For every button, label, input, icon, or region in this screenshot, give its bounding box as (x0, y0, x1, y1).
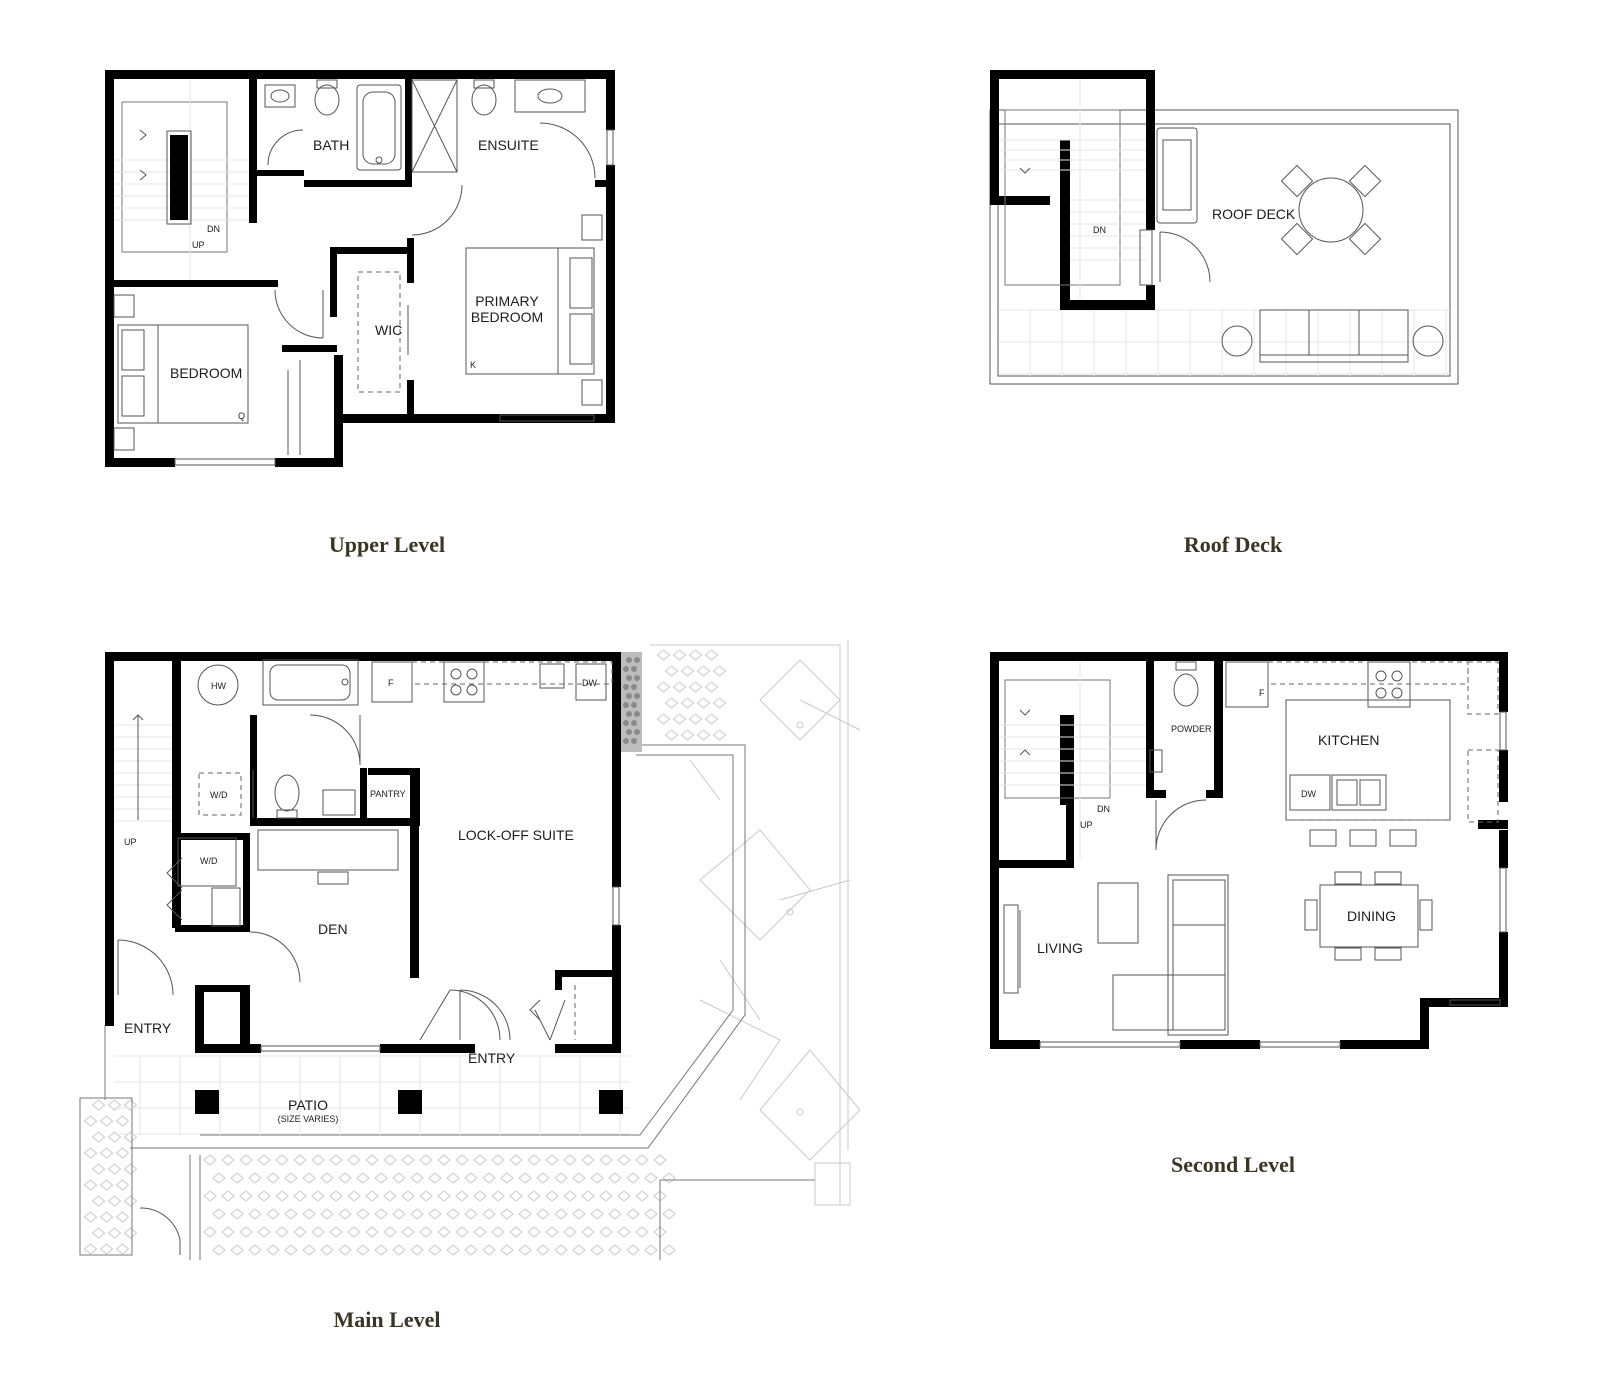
second-dishwasher-label: DW (1301, 789, 1316, 799)
ensuite-label: ENSUITE (478, 137, 539, 153)
hw-label: HW (211, 681, 226, 691)
entry-label-1: ENTRY (124, 1020, 172, 1036)
primary-bedroom-label-line1: PRIMARY (475, 293, 539, 309)
roof-deck-title: Roof Deck (1184, 532, 1283, 557)
washer-dryer-label-1: W/D (210, 790, 228, 800)
bedroom-label: BEDROOM (170, 365, 242, 381)
patio-size-note: (SIZE VARIES) (278, 1114, 339, 1124)
upper-level-title: Upper Level (329, 532, 445, 557)
second-stair-up-label: UP (1080, 820, 1093, 830)
queen-bed-mark: Q (238, 411, 245, 421)
pantry-label: PANTRY (370, 789, 406, 799)
patio-label: PATIO (288, 1097, 328, 1113)
second-fridge-label: F (1259, 688, 1265, 698)
second-level-plan: POWDER F KITCHEN DW DN UP LIVING DINING (990, 652, 1508, 1049)
second-level-title: Second Level (1171, 1152, 1295, 1177)
washer-dryer-label-2: W/D (200, 856, 218, 866)
powder-label: POWDER (1171, 724, 1212, 734)
den-label: DEN (318, 921, 348, 937)
second-stair-down-label: DN (1097, 804, 1110, 814)
roof-deck-label: ROOF DECK (1212, 206, 1296, 222)
living-label: LIVING (1037, 940, 1083, 956)
main-stair-up-label: UP (124, 837, 137, 847)
wic-label: WIC (375, 322, 402, 338)
lock-off-suite-label: LOCK-OFF SUITE (458, 827, 574, 843)
dishwasher-label: DW (582, 678, 597, 688)
roof-stair-down-label: DN (1093, 225, 1106, 235)
stair-up-label: UP (192, 240, 205, 250)
fridge-label: F (388, 678, 394, 688)
main-level-plan: HW F DW W/D PANTRY LOCK-OFF SUITE UP W/D… (79, 640, 861, 1260)
king-bed-mark: K (470, 360, 476, 370)
stair-down-label: DN (207, 224, 220, 234)
upper-level-plan: BATH ENSUITE PRIMARY BEDROOM WIC BEDROOM… (105, 70, 615, 467)
primary-bedroom-label-line2: BEDROOM (471, 309, 543, 325)
main-level-title: Main Level (334, 1307, 441, 1332)
kitchen-label: KITCHEN (1318, 732, 1379, 748)
bath-label: BATH (313, 137, 349, 153)
dining-label: DINING (1347, 908, 1396, 924)
entry-label-2: ENTRY (468, 1050, 516, 1066)
roof-deck-plan: ROOF DECK DN (989, 70, 1459, 385)
